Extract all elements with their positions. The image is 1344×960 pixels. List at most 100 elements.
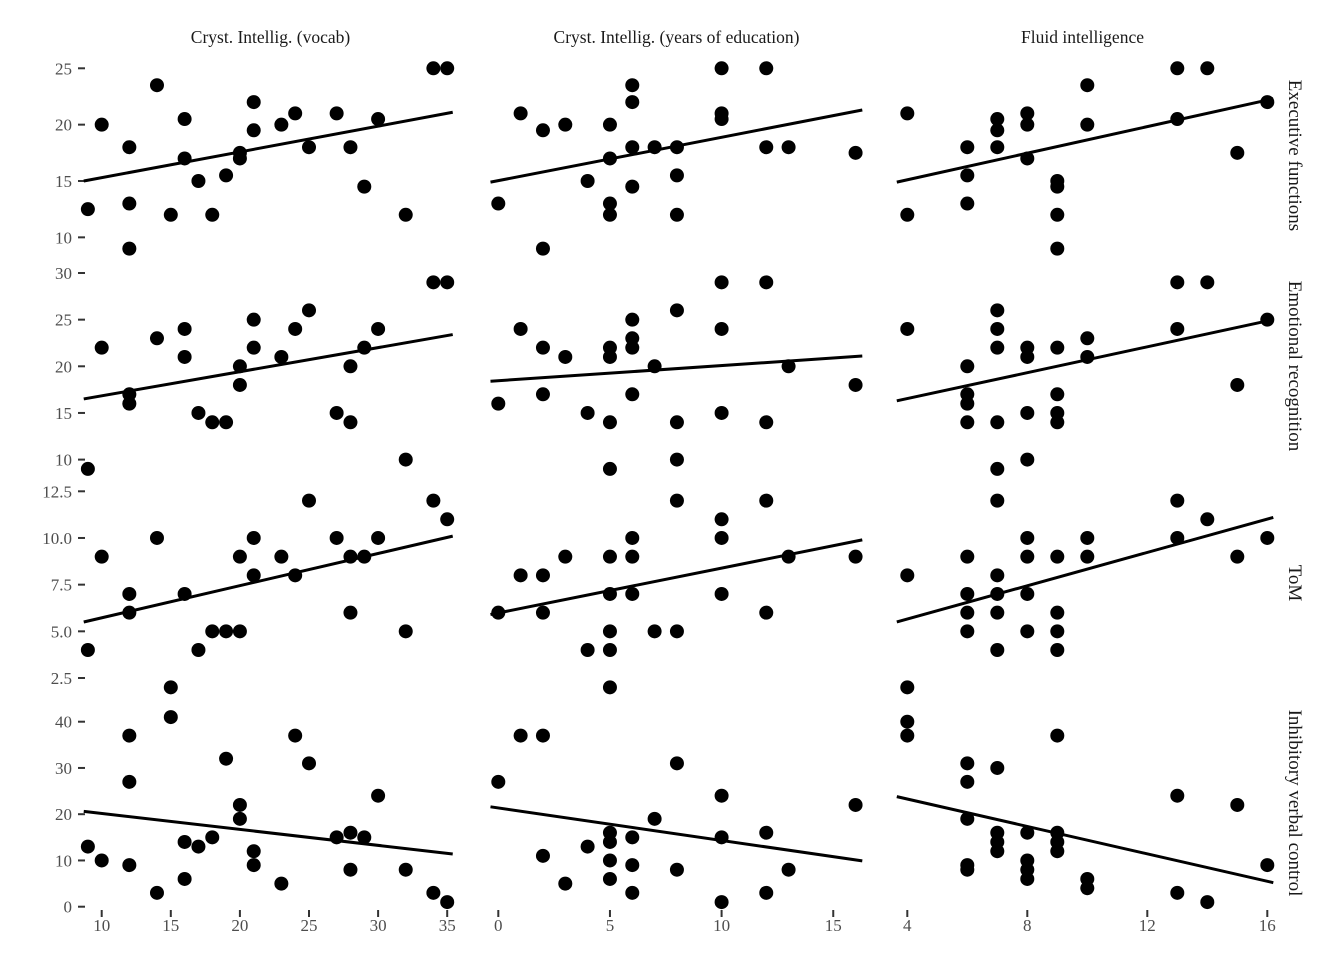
data-point	[1080, 331, 1095, 346]
data-point	[398, 624, 413, 639]
x-tick-label: 0	[494, 916, 503, 935]
data-point	[625, 549, 640, 564]
data-point	[149, 331, 164, 346]
panel	[80, 61, 455, 256]
data-point	[900, 728, 915, 743]
data-point	[371, 321, 386, 336]
data-point	[329, 530, 344, 545]
panel	[896, 493, 1275, 695]
data-point	[205, 624, 220, 639]
data-point	[1020, 106, 1035, 121]
data-point	[990, 844, 1005, 859]
x-tick-label: 5	[606, 916, 615, 935]
data-point	[302, 303, 316, 318]
data-point	[960, 756, 975, 771]
data-point	[580, 405, 595, 420]
data-point	[990, 123, 1005, 138]
data-point	[177, 112, 192, 127]
data-point	[191, 174, 206, 188]
y-tick-label: 20	[55, 116, 72, 135]
data-point	[1260, 858, 1275, 873]
data-point	[219, 751, 234, 766]
data-point	[205, 207, 220, 222]
y-tick-label: 7.5	[51, 576, 72, 595]
trend-line	[896, 795, 1274, 885]
data-point	[990, 568, 1005, 583]
data-point	[625, 340, 640, 355]
trend-line	[490, 354, 863, 383]
data-point	[191, 839, 206, 854]
data-point	[714, 788, 729, 803]
data-point	[990, 415, 1005, 430]
data-point	[602, 117, 617, 132]
data-point	[1020, 349, 1035, 364]
facet-column-title: Fluid intelligence	[1021, 27, 1144, 47]
data-point	[288, 106, 303, 121]
data-point	[398, 862, 413, 877]
y-tick-label: 15	[55, 172, 72, 191]
data-point	[990, 340, 1005, 355]
data-point	[440, 512, 455, 527]
data-point	[602, 680, 617, 695]
data-point	[1170, 321, 1185, 336]
data-point	[669, 452, 684, 467]
panel	[490, 275, 863, 476]
data-point	[274, 349, 289, 364]
y-tick-label: 2.5	[51, 669, 72, 688]
data-point	[122, 774, 137, 789]
data-point	[625, 858, 640, 873]
data-point	[990, 461, 1005, 476]
x-tick-label: 10	[93, 916, 110, 935]
data-point	[1020, 624, 1035, 639]
data-point	[357, 179, 372, 194]
data-point	[122, 241, 137, 256]
data-point	[1050, 728, 1065, 743]
data-point	[960, 605, 975, 620]
data-point	[848, 145, 863, 160]
data-point	[149, 530, 164, 545]
data-point	[177, 871, 192, 886]
data-point	[329, 106, 344, 121]
data-point	[205, 830, 220, 845]
data-point	[513, 106, 528, 121]
data-point	[1170, 275, 1185, 290]
data-point	[513, 568, 528, 583]
data-point	[960, 168, 975, 183]
data-point	[1200, 275, 1215, 290]
panel	[80, 275, 455, 476]
data-point	[714, 61, 729, 76]
data-point	[900, 680, 915, 695]
data-point	[1260, 530, 1275, 545]
data-point	[1050, 179, 1065, 194]
data-point	[1020, 405, 1035, 420]
data-point	[759, 885, 774, 900]
data-point	[232, 377, 247, 392]
data-point	[535, 568, 550, 583]
data-point	[960, 549, 975, 564]
data-point	[990, 760, 1005, 775]
trend-line	[896, 318, 1274, 403]
facet-row-label: Executive functions	[1284, 80, 1305, 231]
data-point	[246, 844, 261, 859]
trend-line	[83, 110, 454, 183]
data-point	[274, 117, 289, 132]
x-tick-label: 16	[1259, 916, 1276, 935]
data-point	[535, 387, 550, 402]
data-point	[491, 774, 506, 789]
data-point	[625, 586, 640, 601]
x-tick-label: 35	[439, 916, 456, 935]
y-tick-label: 40	[55, 713, 72, 732]
trend-line	[490, 805, 863, 863]
data-point	[232, 811, 247, 826]
x-tick-label: 25	[301, 916, 318, 935]
panel	[490, 493, 863, 695]
data-point	[990, 493, 1005, 508]
data-point	[990, 321, 1005, 336]
data-point	[1170, 493, 1185, 508]
data-point	[274, 876, 289, 891]
data-point	[357, 830, 372, 845]
data-point	[232, 151, 247, 166]
data-point	[960, 396, 975, 411]
panel	[896, 275, 1275, 476]
